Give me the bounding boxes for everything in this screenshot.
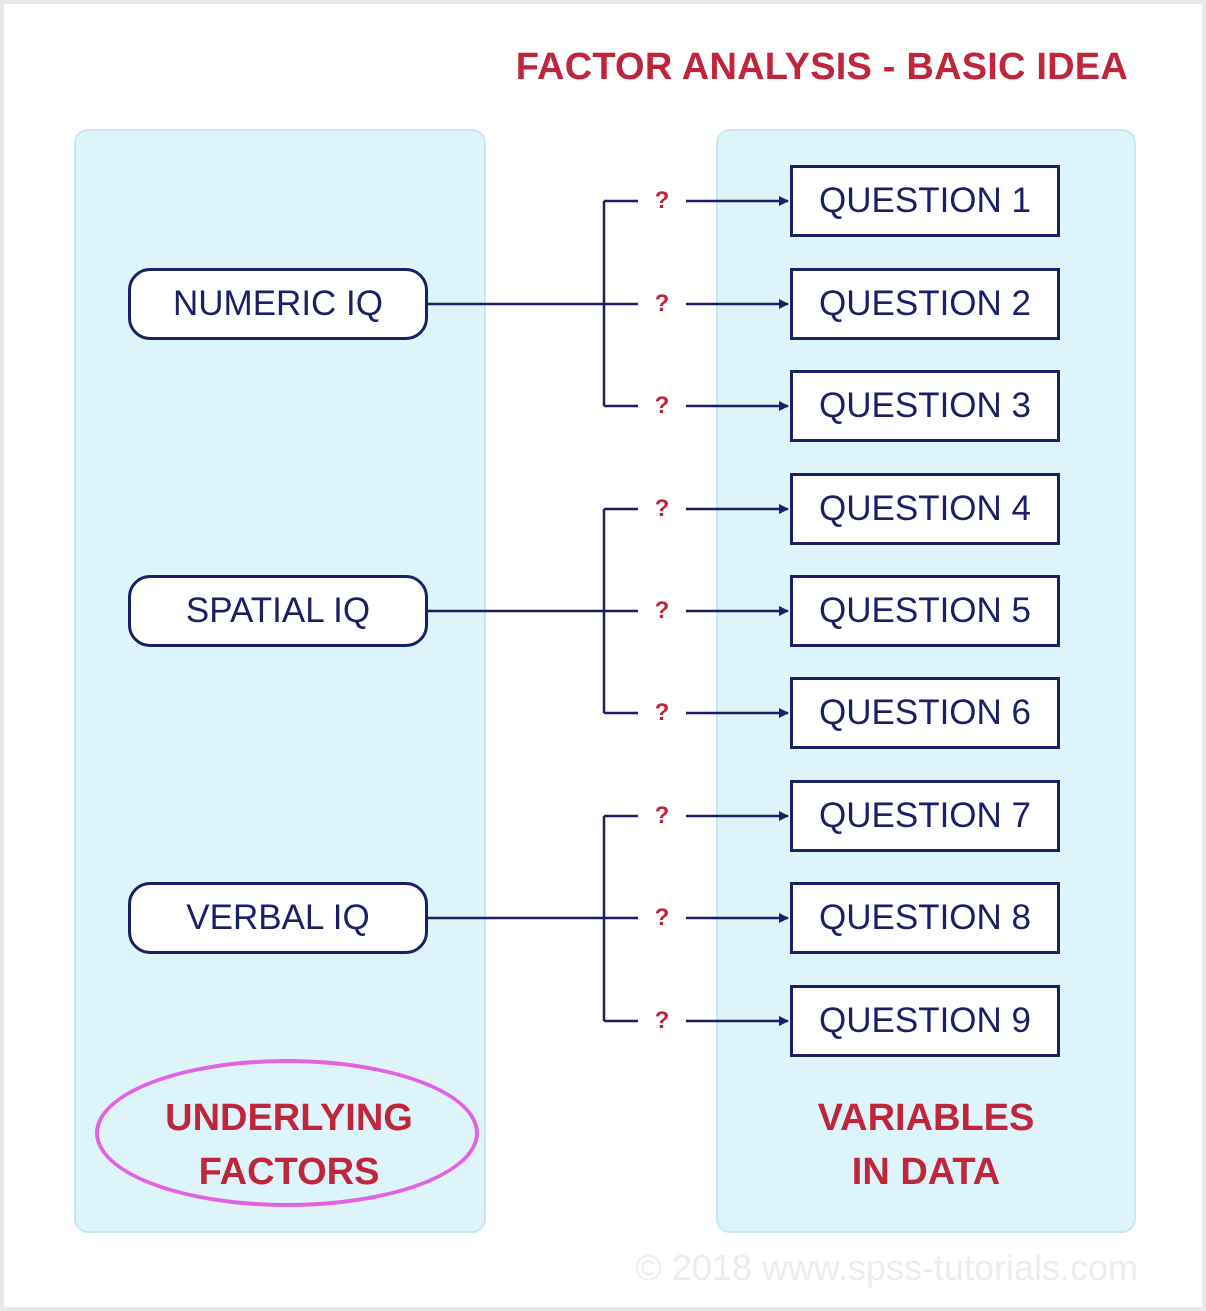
copyright-watermark: © 2018 www.spss-tutorials.com (635, 1247, 1138, 1288)
question-4: QUESTION 4 (790, 473, 1060, 545)
caption-line: FACTORS (198, 1151, 380, 1193)
question-5: QUESTION 5 (790, 575, 1060, 647)
link-label: ? (654, 290, 670, 317)
link-label: ? (654, 904, 670, 931)
underlying-factors-caption: UNDERLYING FACTORS (99, 1091, 479, 1199)
link-label: ? (654, 1007, 670, 1034)
link-label: ? (654, 187, 670, 214)
question-9: QUESTION 9 (790, 985, 1060, 1057)
link-label: ? (654, 597, 670, 624)
caption-line: VARIABLES (817, 1097, 1035, 1139)
question-2: QUESTION 2 (790, 268, 1060, 340)
factor-spatial-iq: SPATIAL IQ (128, 575, 428, 647)
question-1: QUESTION 1 (790, 165, 1060, 237)
question-3: QUESTION 3 (790, 370, 1060, 442)
factor-numeric-iq: NUMERIC IQ (128, 268, 428, 340)
factor-verbal-iq: VERBAL IQ (128, 882, 428, 954)
diagram-title: FACTOR ANALYSIS - BASIC IDEA (515, 46, 1128, 88)
link-label: ? (654, 495, 670, 522)
diagram-canvas: FACTOR ANALYSIS - BASIC IDEA NUMERIC IQ … (4, 4, 1202, 1307)
link-label: ? (654, 699, 670, 726)
caption-line: UNDERLYING (165, 1097, 413, 1139)
question-6: QUESTION 6 (790, 677, 1060, 749)
link-label: ? (654, 392, 670, 419)
highlight-ellipse (95, 1059, 479, 1207)
question-7: QUESTION 7 (790, 780, 1060, 852)
question-8: QUESTION 8 (790, 882, 1060, 954)
link-label: ? (654, 802, 670, 829)
variables-in-data-caption: VARIABLES IN DATA (746, 1091, 1106, 1199)
connector-lines (428, 196, 789, 1026)
caption-line: IN DATA (851, 1151, 1001, 1193)
